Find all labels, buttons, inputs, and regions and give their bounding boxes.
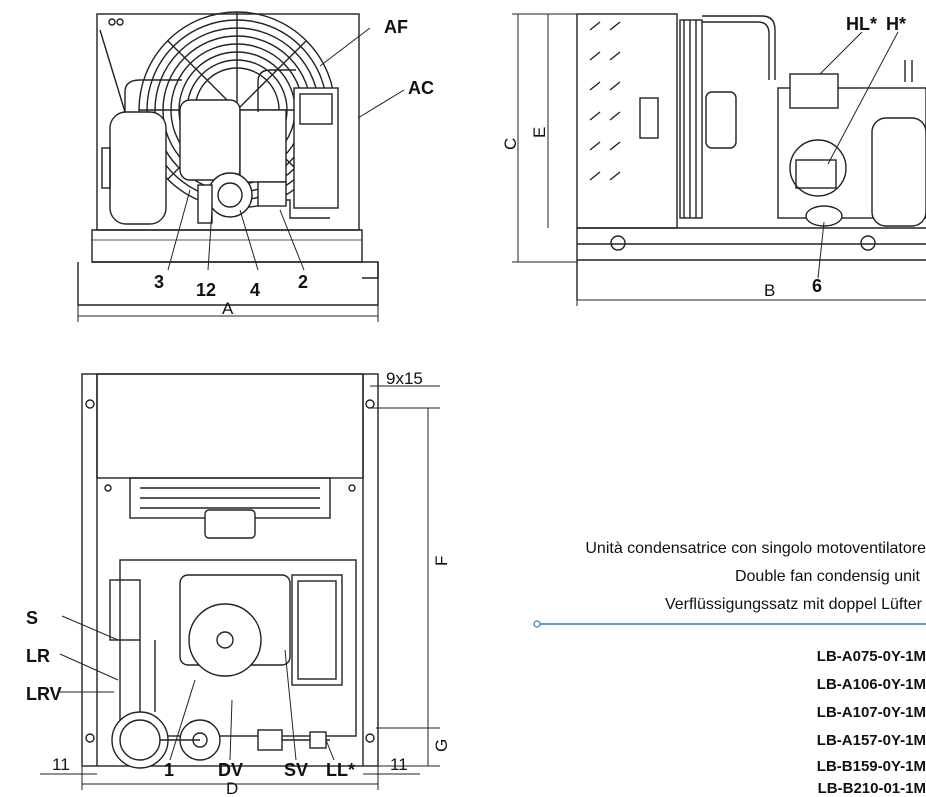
model-item: LB-B159-0Y-1M (816, 758, 926, 775)
model-item: LB-A075-0Y-1M (816, 648, 926, 665)
caption-italian: Unità condensatrice con singolo motovent… (585, 540, 926, 557)
caption-divider-dot (533, 620, 541, 628)
dimension-hole: 9x15 (386, 369, 423, 388)
callout-ll: LL* (326, 760, 355, 780)
caption-english: Double fan condensig unit (734, 568, 920, 585)
caption-german: Verflüssigungssatz mit doppel Lüfter (664, 596, 922, 613)
dimension-d: D (226, 779, 238, 796)
dimension-lines (40, 13, 926, 790)
model-item: LB-A106-0Y-1M (816, 676, 926, 693)
front-view (77, 11, 405, 306)
dimension-c: C (501, 138, 520, 150)
dimension-f: F (432, 556, 451, 566)
callout-lr: LR (26, 646, 50, 666)
side-view (576, 13, 926, 300)
callout-3: 3 (154, 272, 164, 292)
callout-ac: AC (408, 78, 434, 98)
callout-6: 6 (812, 276, 822, 296)
dimension-a: A (222, 299, 234, 318)
callout-h: H* (886, 14, 906, 34)
callout-sv: SV (284, 760, 308, 780)
dimension-g: G (432, 739, 451, 752)
callout-4: 4 (250, 280, 260, 300)
dimension-b: B (764, 281, 775, 300)
callout-dv: DV (218, 760, 243, 780)
callout-12: 12 (196, 280, 216, 300)
dimension-e: E (530, 127, 549, 138)
dimension-11-right: 11 (390, 755, 408, 774)
dimension-11-left: 11 (52, 755, 70, 774)
model-item: LB-A157-0Y-1M (816, 732, 926, 749)
callout-1: 1 (164, 760, 174, 780)
callout-2: 2 (298, 272, 308, 292)
callout-af: AF (384, 17, 408, 37)
model-item: LB-A107-0Y-1M (816, 704, 926, 721)
model-item: LB-B210-01-1M (817, 780, 926, 797)
callout-s: S (26, 608, 38, 628)
top-view (59, 373, 379, 769)
callout-hl: HL* (846, 14, 877, 34)
callout-lrv: LRV (26, 684, 62, 704)
